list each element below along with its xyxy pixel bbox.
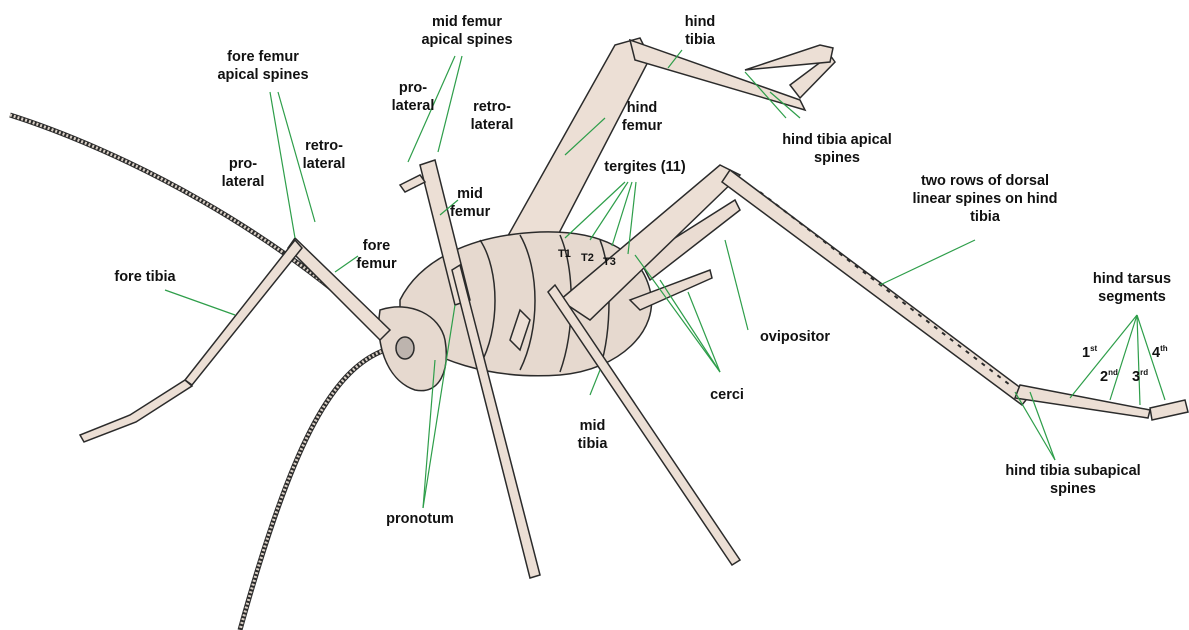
label-fore-retro-lateral: retro- lateral [294, 137, 354, 173]
label-hind-femur: hind femur [612, 99, 672, 135]
label-hind-tibia: hind tibia [675, 13, 725, 49]
label-mid-tibia: mid tibia [570, 417, 615, 453]
label-pronotum: pronotum [375, 510, 465, 528]
label-fore-pro-lateral: pro- lateral [218, 155, 268, 191]
label-seg-2: 2nd [1100, 368, 1118, 386]
label-fore-tibia: fore tibia [105, 268, 185, 286]
label-tergites: tergites (11) [590, 158, 700, 176]
label-t1: T1 [558, 248, 571, 261]
label-fore-femur-apical-spines: fore femur apical spines [208, 48, 318, 84]
label-hind-tarsus-segments: hind tarsus segments [1082, 270, 1182, 306]
label-cerci: cerci [697, 386, 757, 404]
label-t2: T2 [581, 252, 594, 265]
label-dorsal-spines: two rows of dorsal linear spines on hind… [905, 172, 1065, 226]
label-hind-tibia-subapical-spines: hind tibia subapical spines [1003, 462, 1143, 498]
antenna-right [240, 350, 385, 630]
label-mid-femur-apical-spines: mid femur apical spines [412, 13, 522, 49]
label-ovipositor: ovipositor [745, 328, 845, 346]
label-seg-1: 1st [1082, 344, 1097, 362]
label-seg-3: 3rd [1132, 368, 1148, 386]
label-t3: T3 [603, 256, 616, 269]
label-mid-retro-lateral: retro- lateral [462, 98, 522, 134]
label-mid-femur: mid femur [450, 185, 490, 221]
label-mid-pro-lateral: pro- lateral [388, 79, 438, 115]
label-fore-femur: fore femur [349, 237, 404, 273]
label-seg-4: 4th [1152, 344, 1168, 362]
label-hind-tibia-apical-spines: hind tibia apical spines [782, 131, 892, 167]
